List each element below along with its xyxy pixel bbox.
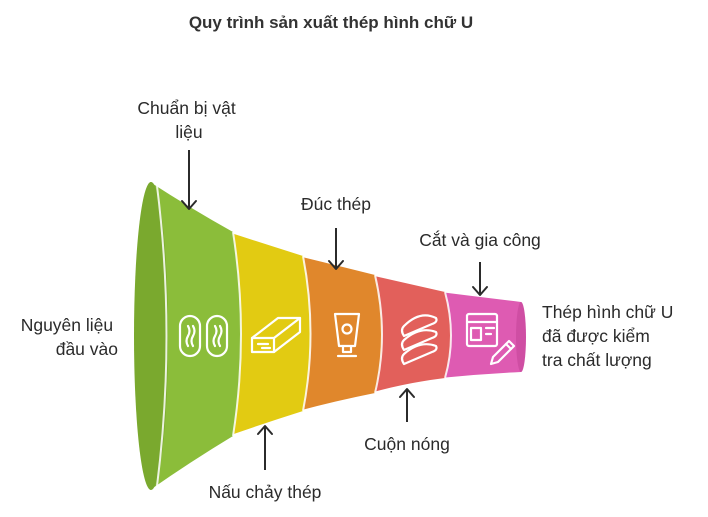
- label-cutting: Cắt và gia công: [419, 229, 541, 250]
- arrow-melting: [257, 425, 273, 470]
- hot-coils-icon: [400, 314, 438, 366]
- funnel-output-end: [516, 302, 526, 372]
- molten-ingot-icon: [250, 316, 302, 354]
- funnel-segment-casting: [298, 256, 382, 411]
- label-preparation: Chuẩn bị vật liệu: [137, 98, 240, 142]
- diagram-title: Quy trình sản xuất thép hình chữ U: [189, 13, 473, 32]
- arrow-preparation: [181, 150, 197, 210]
- funnel-segment-melting: [228, 232, 311, 436]
- arrow-casting: [328, 228, 344, 270]
- label-casting: Đúc thép: [301, 194, 371, 214]
- label-input: Nguyên liệu đầu vào: [21, 315, 118, 359]
- arrow-cutting: [472, 262, 488, 296]
- funnel-opening: [134, 182, 168, 490]
- arrow-hot-rolling: [399, 388, 415, 422]
- cutting-tool-icon: [465, 312, 516, 366]
- casting-cup-icon: [333, 312, 361, 358]
- material-pellets-icon: [178, 314, 229, 358]
- funnel-body: [134, 182, 526, 490]
- label-output: Thép hình chữ U đã được kiểm tra chất lư…: [542, 302, 678, 370]
- funnel-segment-cutting: [440, 292, 525, 378]
- label-hot-rolling: Cuộn nóng: [364, 434, 450, 454]
- label-melting: Nấu chảy thép: [209, 482, 322, 502]
